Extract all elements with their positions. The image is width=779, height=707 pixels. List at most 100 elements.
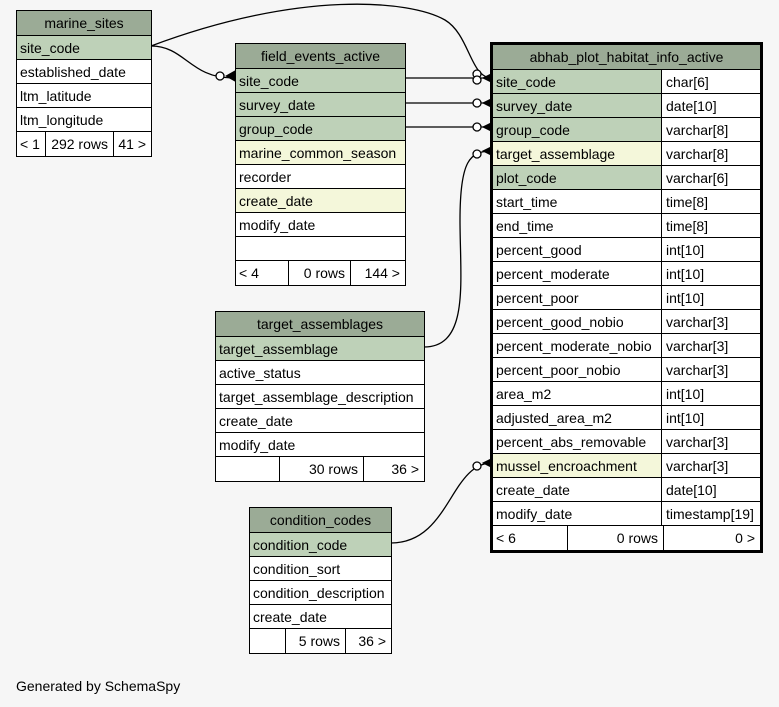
row-count: 30 rows <box>279 457 363 481</box>
table-abhab-plot-habitat-info-active[interactable]: abhab_plot_habitat_info_active site_code… <box>490 42 763 553</box>
column-row[interactable]: group_code <box>236 117 405 141</box>
column-row[interactable]: ltm_latitude <box>17 84 151 108</box>
column-row[interactable]: adjusted_area_m2 int[10] <box>493 406 760 430</box>
column-name: percent_abs_removable <box>496 434 647 450</box>
children-count[interactable]: 36 > <box>363 457 424 481</box>
column-row[interactable]: create_date date[10] <box>493 478 760 502</box>
column-row[interactable]: create_date <box>236 189 405 213</box>
column-name: condition_description <box>253 585 385 601</box>
column-type: varchar[8] <box>661 118 760 141</box>
children-count[interactable]: 0 > <box>663 526 760 550</box>
column-name: site_code <box>20 40 80 56</box>
column-type: varchar[6] <box>661 166 760 189</box>
table-title[interactable]: field_events_active <box>236 44 405 69</box>
column-name: mussel_encroachment <box>496 458 637 474</box>
column-name: start_time <box>496 194 558 210</box>
column-type: int[10] <box>661 406 760 429</box>
column-row[interactable]: create_date <box>250 605 391 629</box>
parents-count[interactable] <box>250 629 285 653</box>
table-field-events-active[interactable]: field_events_active site_code survey_dat… <box>235 43 406 286</box>
column-row[interactable]: site_code <box>236 69 405 93</box>
column-row[interactable]: modify_date <box>236 213 405 237</box>
column-type: int[10] <box>661 286 760 309</box>
column-row[interactable]: group_code varchar[8] <box>493 118 760 142</box>
column-name: create_date <box>496 482 570 498</box>
table-title[interactable]: marine_sites <box>17 11 151 36</box>
column-row[interactable]: condition_description <box>250 581 391 605</box>
column-name: area_m2 <box>496 386 552 402</box>
column-name: modify_date <box>219 437 296 453</box>
parents-count[interactable]: < 4 <box>239 265 259 281</box>
parents-count[interactable]: < 1 <box>20 136 40 152</box>
column-type: time[8] <box>661 214 760 237</box>
row-count: 5 rows <box>285 629 345 653</box>
column-type: varchar[8] <box>661 142 760 165</box>
table-footer: < 6 0 rows 0 > <box>493 526 760 550</box>
column-name: condition_sort <box>253 561 341 577</box>
column-row[interactable]: target_assemblage <box>216 337 424 361</box>
column-name: site_code <box>496 74 556 90</box>
table-target-assemblages[interactable]: target_assemblages target_assemblage act… <box>215 311 425 482</box>
column-type: date[10] <box>661 478 760 501</box>
column-row[interactable]: create_date <box>216 409 424 433</box>
children-count[interactable]: 144 > <box>350 261 405 285</box>
column-row[interactable]: percent_abs_removable varchar[3] <box>493 430 760 454</box>
column-name: percent_poor <box>496 290 579 306</box>
column-row[interactable]: ltm_longitude <box>17 108 151 132</box>
table-marine-sites[interactable]: marine_sites site_code established_date … <box>16 10 152 157</box>
column-name: group_code <box>496 122 570 138</box>
column-row[interactable]: condition_code <box>250 533 391 557</box>
column-row[interactable]: established_date <box>17 60 151 84</box>
column-type: int[10] <box>661 238 760 261</box>
column-type: int[10] <box>661 262 760 285</box>
column-row[interactable]: percent_poor int[10] <box>493 286 760 310</box>
column-row[interactable]: percent_good int[10] <box>493 238 760 262</box>
column-name: adjusted_area_m2 <box>496 410 612 426</box>
table-title[interactable]: abhab_plot_habitat_info_active <box>493 45 760 70</box>
column-name <box>236 237 405 260</box>
table-condition-codes[interactable]: condition_codes condition_code condition… <box>249 507 392 654</box>
column-row[interactable]: modify_date <box>216 433 424 457</box>
column-row[interactable]: active_status <box>216 361 424 385</box>
table-title[interactable]: target_assemblages <box>216 312 424 337</box>
link-end-circle <box>472 122 482 132</box>
column-row[interactable]: marine_common_season <box>236 141 405 165</box>
column-name: group_code <box>239 121 313 137</box>
parents-count[interactable] <box>216 457 279 481</box>
column-row[interactable]: site_code <box>17 36 151 60</box>
column-row[interactable]: plot_code varchar[6] <box>493 166 760 190</box>
link-end-circle <box>472 461 482 471</box>
column-name: percent_good <box>496 242 582 258</box>
column-name: percent_moderate <box>496 266 610 282</box>
parents-count[interactable]: < 6 <box>496 530 516 546</box>
column-row[interactable]: percent_moderate int[10] <box>493 262 760 286</box>
row-count: 0 rows <box>288 261 350 285</box>
column-name: create_date <box>219 413 293 429</box>
link-end-circle <box>215 71 225 81</box>
table-title[interactable]: condition_codes <box>250 508 391 533</box>
column-type: varchar[3] <box>661 430 760 453</box>
children-count[interactable]: 36 > <box>345 629 391 653</box>
column-name: plot_code <box>496 170 557 186</box>
link-end-circle <box>472 149 482 159</box>
column-row[interactable]: recorder <box>236 165 405 189</box>
column-name: percent_good_nobio <box>496 314 624 330</box>
column-row[interactable]: condition_sort <box>250 557 391 581</box>
column-row[interactable] <box>236 237 405 261</box>
children-count[interactable]: 41 > <box>113 132 151 156</box>
column-row[interactable]: target_assemblage_description <box>216 385 424 409</box>
column-name: create_date <box>239 193 313 209</box>
row-count: 0 rows <box>567 526 663 550</box>
column-row[interactable]: survey_date <box>236 93 405 117</box>
